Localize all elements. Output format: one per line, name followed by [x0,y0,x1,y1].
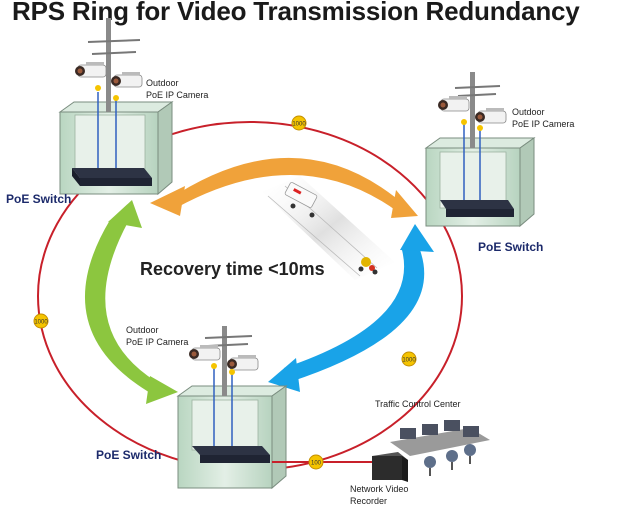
pole-icon [454,72,501,148]
motorcycle-icon [358,257,378,275]
link-speed-text: 1000 [34,320,48,326]
recovery-time-text: Recovery time <10ms [140,259,325,279]
poe-switch-icon [192,446,270,463]
link-speed-text: 100 [311,461,322,467]
traffic-center-label: Traffic Control Center [375,399,461,409]
switch-label-bottom: PoE Switch [96,448,161,462]
camera-label-bottom-line2: PoE IP Camera [126,337,188,347]
orange-arrowhead-left [150,186,185,216]
blue-arrowhead-bottom [268,358,300,392]
orange-arrowhead-right [391,190,418,218]
pole-icon [87,18,141,112]
nvr-label-line1: Network Video [350,484,408,494]
orange-redundancy-arrow [168,157,408,212]
nvr-icon [372,452,408,482]
road-scene [262,176,395,280]
camera-label-bottom-line1: Outdoor [126,325,159,335]
poe-switch-cabinet-right [424,124,536,228]
ip-camera-icon [188,344,221,361]
poe-switch-icon [440,200,514,217]
blue-arrowhead-top [400,224,434,252]
link-speed-badge-left: 1000 [33,313,49,329]
nvr-label-line2: Recorder [350,496,387,506]
ip-camera-icon [437,95,470,112]
ip-camera-icon [74,61,107,78]
green-arrowhead-bottom [146,376,178,404]
camera-label-right-line1: Outdoor [512,107,545,117]
poe-switch-cabinet-top-left [58,92,174,196]
poe-switch-cabinet-bottom [176,368,288,490]
ip-camera-icon [110,71,143,88]
camera-label-top-left-line2: PoE IP Camera [146,90,208,100]
link-speed-badge-nvr: 100 [308,454,324,470]
link-speed-badge-top: 1000 [291,115,307,131]
ip-camera-icon [474,107,507,124]
poe-switch-icon [72,168,152,186]
switch-label-top-left: PoE Switch [6,192,71,206]
ip-camera-icon [226,354,259,371]
green-redundancy-arrow [84,220,160,394]
link-speed-text: 1000 [402,358,416,364]
camera-label-top-left-line1: Outdoor [146,78,179,88]
switch-label-right: PoE Switch [478,240,543,254]
ambulance-icon [284,182,318,218]
workstation-icon [390,420,490,476]
link-speed-badge-right: 1000 [401,351,417,367]
link-speed-text: 1000 [292,122,306,128]
blue-redundancy-arrow [284,250,425,382]
camera-label-right-line2: PoE IP Camera [512,119,574,129]
green-arrowhead-top [108,200,142,228]
